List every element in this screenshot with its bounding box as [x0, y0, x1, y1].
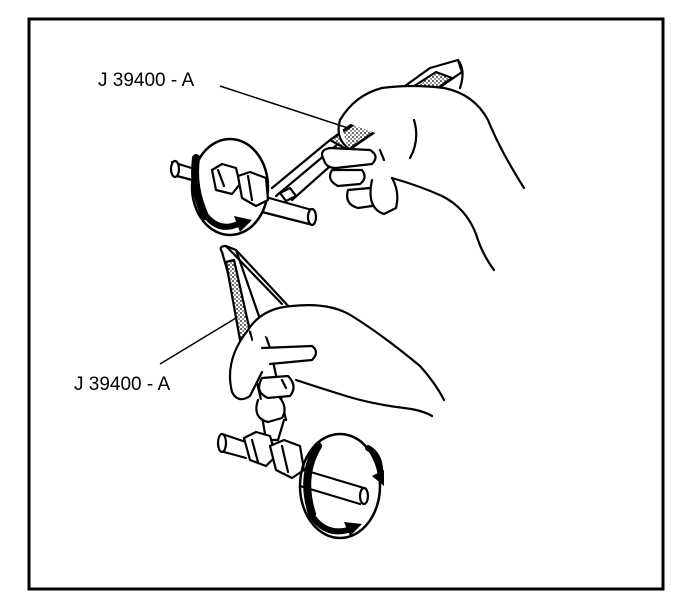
bottom-hand: [228, 304, 446, 424]
bottom-nuts: [242, 430, 306, 480]
bottom-tool-label: J 39400 - A: [74, 374, 170, 395]
bottom-leader-line: [159, 317, 237, 365]
figure-border: [27, 17, 665, 591]
top-leader-line: [219, 85, 349, 129]
top-illustration: [169, 58, 526, 272]
top-tool-label: J 39400 - A: [98, 70, 194, 91]
top-pipe: [169, 159, 318, 227]
top-nuts: [210, 162, 270, 208]
bottom-rotation-arrow: [298, 432, 384, 540]
top-hand: [320, 84, 526, 272]
bottom-illustration: [216, 244, 446, 540]
